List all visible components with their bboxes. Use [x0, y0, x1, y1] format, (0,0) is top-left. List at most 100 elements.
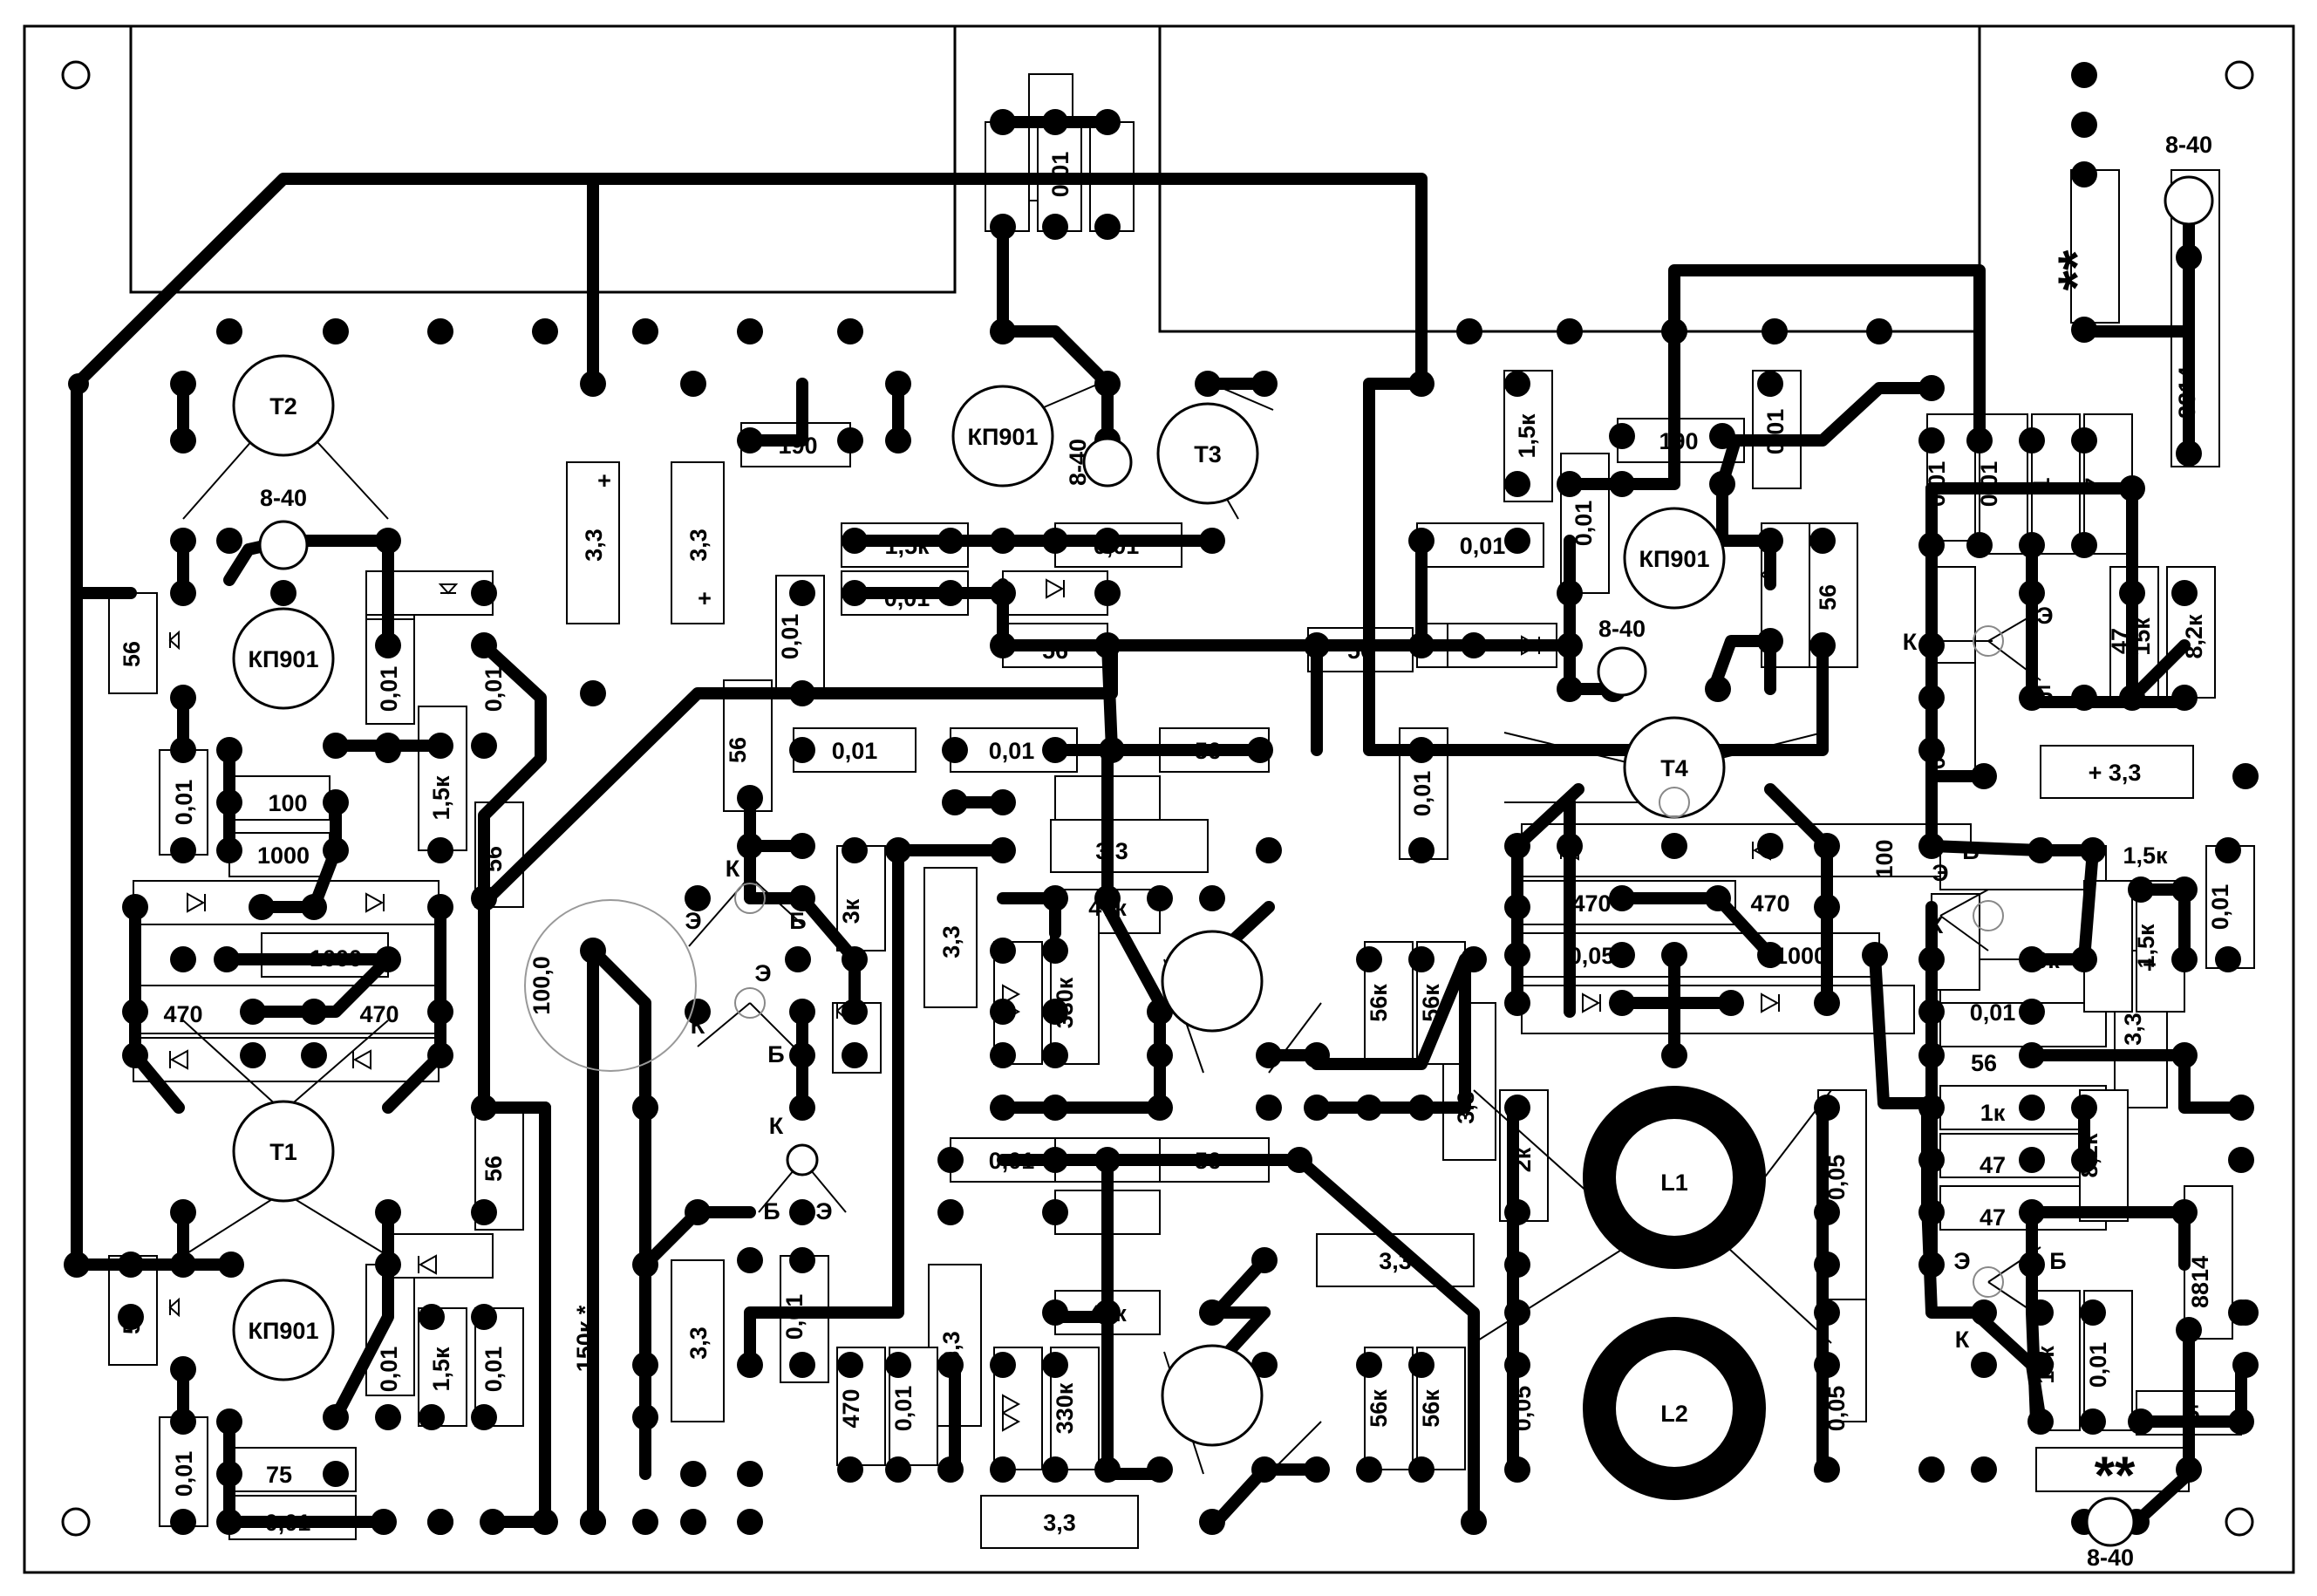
r47k-1: 47к [1088, 895, 1127, 921]
r1000-1: 1000 [257, 842, 310, 869]
r47-2: 47 [1980, 1152, 2006, 1178]
label-t4: T4 [1660, 755, 1688, 781]
coils [1583, 1086, 1766, 1500]
r47-1: 47 [2107, 628, 2133, 654]
svg-text:К: К [769, 1113, 784, 1139]
c001-11: 0,01 [777, 614, 803, 660]
svg-text:Б: Б [789, 908, 806, 934]
fet-left-bottom [232, 1279, 335, 1381]
label-trimmer-4: 8-40 [2087, 1545, 2134, 1571]
plus-1: + [597, 467, 611, 494]
transistor-bodies [232, 175, 2214, 1547]
label-l2: L2 [1660, 1401, 1688, 1427]
r1000-2: 1000 [310, 945, 362, 972]
trimmer-top-right [2164, 175, 2214, 226]
z33-right: 3,3 [2120, 1013, 2146, 1046]
label-trimmer-3: 8-40 [2165, 132, 2212, 158]
trimmer-center [1082, 437, 1133, 488]
r470-4: 470 [1571, 890, 1611, 917]
r150k: 150к * [572, 1305, 598, 1372]
svg-text:Б: Б [2036, 681, 2053, 707]
r1_5k-6: 1,5к [2133, 924, 2159, 969]
z33-plus-right: + 3,3 [2089, 760, 2142, 786]
c001-15: 0,01 [890, 1386, 917, 1432]
r47k-2: 47к [1088, 1300, 1127, 1327]
r10k: 10к [2021, 947, 2060, 973]
r56-2: 56 [119, 1308, 145, 1334]
r100-1: 100 [268, 790, 307, 816]
c005-3: 0,05 [1509, 1386, 1536, 1432]
c001-8: 0,01 [884, 585, 930, 611]
r7-top: 7 [2081, 477, 2107, 490]
c001-6: 0,01 [480, 1347, 507, 1393]
z33-3: 3,3 [1453, 1091, 1479, 1124]
label-trimmer-5: 8-40 [1065, 439, 1091, 486]
c001-20: 0,01 [1409, 771, 1435, 817]
r330k-1: 330к [1052, 977, 1078, 1028]
label-kp901-2: КП901 [249, 1318, 319, 1344]
z33-5: 3,3 [1043, 1510, 1076, 1536]
label-t2: T2 [269, 393, 297, 419]
r56-8: 56 [1347, 638, 1373, 664]
svg-text:К: К [1903, 629, 1918, 655]
label-kp901-3: КП901 [968, 424, 1039, 450]
r3k: 3к [838, 898, 864, 924]
label-trimmer-1: 8-40 [260, 485, 307, 511]
r1k: 1к [1980, 1100, 2006, 1126]
svg-text:Э: Э [2036, 603, 2053, 629]
r1_5k-1: 1,5к [428, 775, 454, 821]
c001-7: 0,01 [265, 1510, 311, 1536]
z33-8: 3,3 [581, 529, 607, 562]
label-8814-top: 8814 [2174, 366, 2200, 419]
r470-1: 470 [163, 1001, 202, 1027]
r8_2k-1: 8,2к [2181, 614, 2207, 659]
plus-2: + [698, 585, 712, 611]
transistor-t1 [232, 1100, 335, 1203]
diode-symbols [168, 564, 1780, 1432]
c001-14: 0,01 [989, 1148, 1035, 1174]
electrolytic-capacitor [524, 899, 697, 1072]
z33-2: 3,3 [938, 925, 964, 958]
r190-1: 190 [778, 433, 817, 459]
r1000-3: 1000 [1775, 943, 1827, 969]
c001-16: 0,01 [781, 1294, 808, 1340]
svg-text:Э: Э [1932, 860, 1948, 886]
r100-2: 100 [1871, 839, 1898, 878]
trimmer-right [1597, 646, 1647, 697]
r100-3: 100 [1924, 743, 1950, 782]
r2k: 2к [1509, 1147, 1536, 1172]
r56-9: 56 [1195, 1148, 1221, 1174]
c001-21: 0,01 [1924, 461, 1950, 508]
label-cap-100: 100,0 [528, 956, 555, 1015]
c001-9: 0,01 [1094, 533, 1140, 559]
c001-4: 0,01 [480, 666, 507, 713]
r56k-4: 56к [1418, 1389, 1444, 1428]
r1_5k-4: 1,5к [1514, 413, 1540, 459]
fet-right [1623, 507, 1726, 610]
r47-3: 47 [1980, 1204, 2006, 1231]
r470-3: 470 [838, 1388, 864, 1428]
coil-l1 [1583, 1086, 1766, 1269]
r56-10: 56 [1815, 584, 1841, 610]
svg-text:Э: Э [754, 960, 771, 986]
c001-23: 0,01 [2207, 884, 2233, 931]
c001-1: 0,01 [171, 780, 197, 826]
label-l1: L1 [1660, 1170, 1688, 1196]
trimmer-left [258, 520, 309, 570]
c001-18: 0,01 [1762, 409, 1789, 455]
c001-10: 0,01 [1047, 152, 1073, 198]
z33-6: 3,3 [1379, 1248, 1412, 1274]
r5: 5 [2186, 1401, 2199, 1427]
r470-2: 470 [359, 1001, 399, 1027]
svg-text:К: К [691, 1013, 705, 1039]
r56-3: 56 [480, 846, 507, 872]
star-marker-top: ** [2048, 249, 2106, 290]
svg-text:Б: Б [1962, 838, 1979, 864]
junction-circle [786, 1143, 819, 1177]
r1_5k-2: 1,5к [428, 1347, 454, 1392]
r1_5k-3: 1,5к [884, 533, 930, 559]
svg-text:Б: Б [763, 1198, 780, 1224]
r75: 75 [266, 1462, 292, 1488]
pin-letters: К Э Б Э К Б К Б Э К Э Б Б К Э Э Б К [685, 603, 2066, 1353]
r56k-3: 56к [1366, 1389, 1392, 1428]
